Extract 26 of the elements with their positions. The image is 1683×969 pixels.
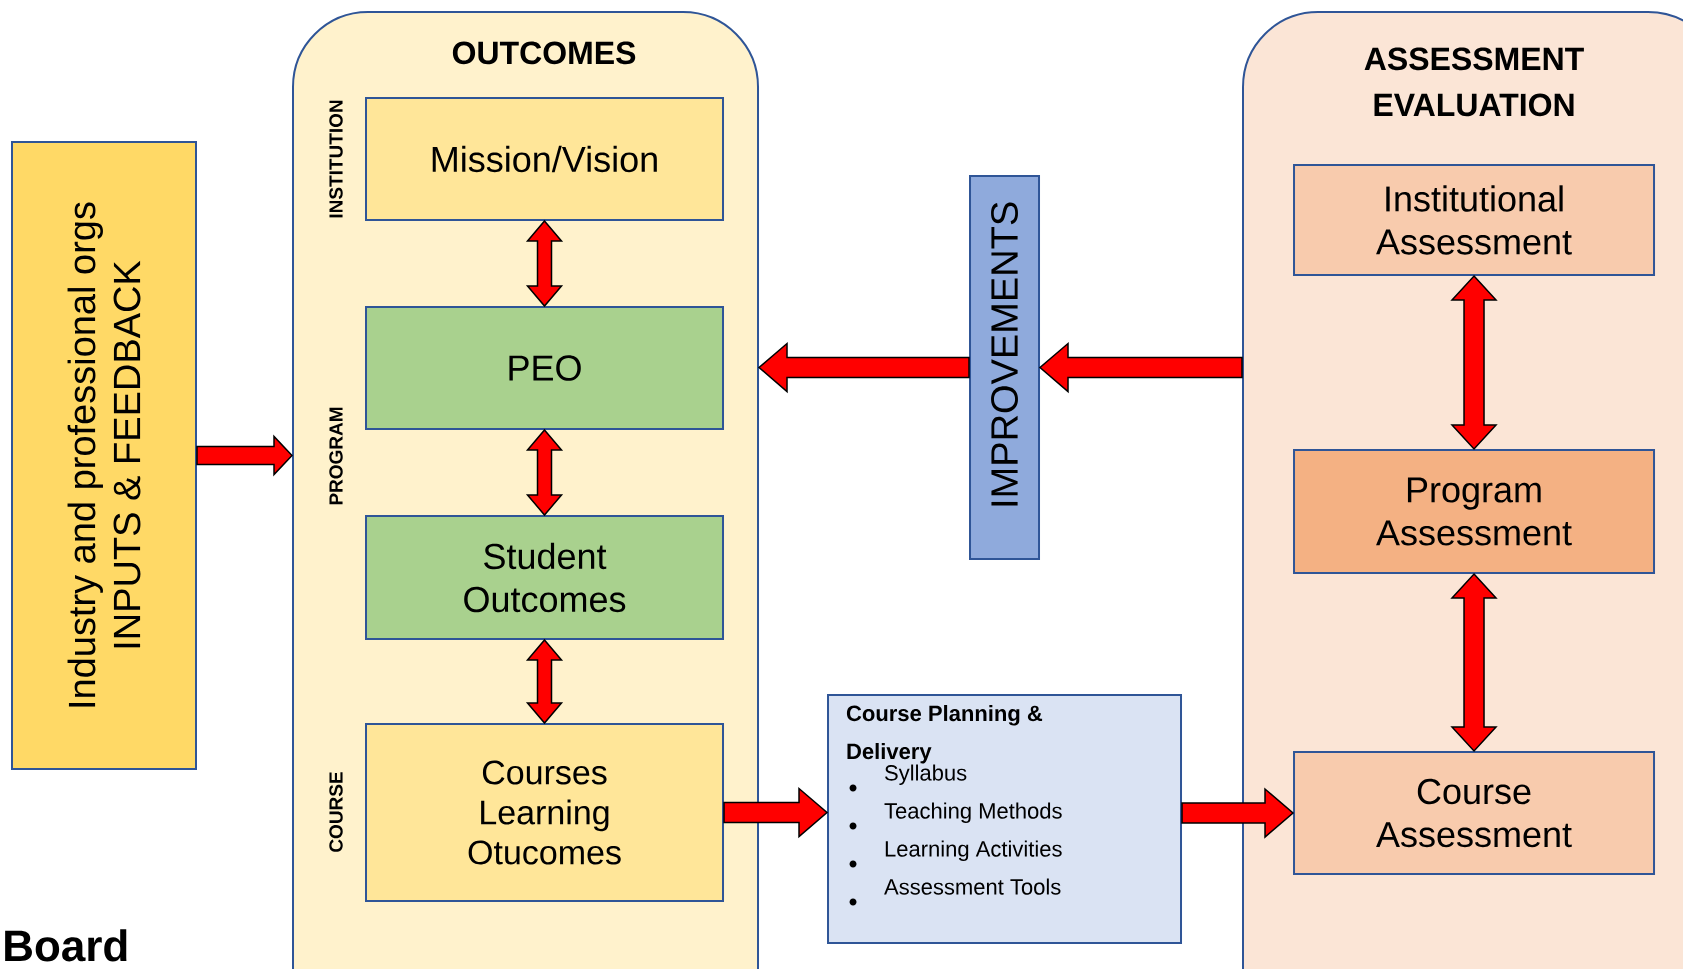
- process-box: PEO: [365, 306, 724, 430]
- panel-heading: ASSESSMENT EVALUATION: [1364, 47, 1584, 117]
- improvements-box: IMPROVEMENTS: [969, 175, 1040, 560]
- block-arrow: [723, 786, 829, 839]
- process-box: Institutional Assessment: [1293, 164, 1655, 276]
- node-label: Teaching Methods: [884, 802, 1062, 824]
- node-label: Learning Activities: [885, 840, 1062, 862]
- input-box: Industry and professional orgs INPUTS & FEEDBACK: [11, 141, 197, 770]
- side-label: COURSE: [329, 772, 343, 852]
- node-label: Course Planning & Delivery: [846, 705, 1043, 764]
- block-arrow: [757, 341, 970, 394]
- panel-heading: OUTCOMES: [452, 41, 636, 65]
- process-box: Mission/Vision: [365, 97, 724, 221]
- block-arrow: [196, 434, 294, 477]
- node-label: Syllabus: [885, 764, 967, 786]
- side-label: INSTITUTION: [329, 100, 343, 218]
- list-box: Course Planning & Delivery Syllabus Teaching Methods Learning Activities Assessment Tools: [827, 694, 1182, 944]
- process-box: Program Assessment: [1293, 449, 1655, 574]
- side-label: PROGRAM: [329, 407, 343, 505]
- process-box: Courses Learning Otucomes: [365, 723, 724, 902]
- block-arrow: [1181, 787, 1295, 839]
- process-box: Course Assessment: [1293, 751, 1655, 875]
- corner-label: Board: [5, 929, 127, 962]
- node-label: Assessment Tools: [884, 878, 1061, 895]
- block-arrow: [1038, 341, 1243, 394]
- process-box: Student Outcomes: [365, 515, 724, 640]
